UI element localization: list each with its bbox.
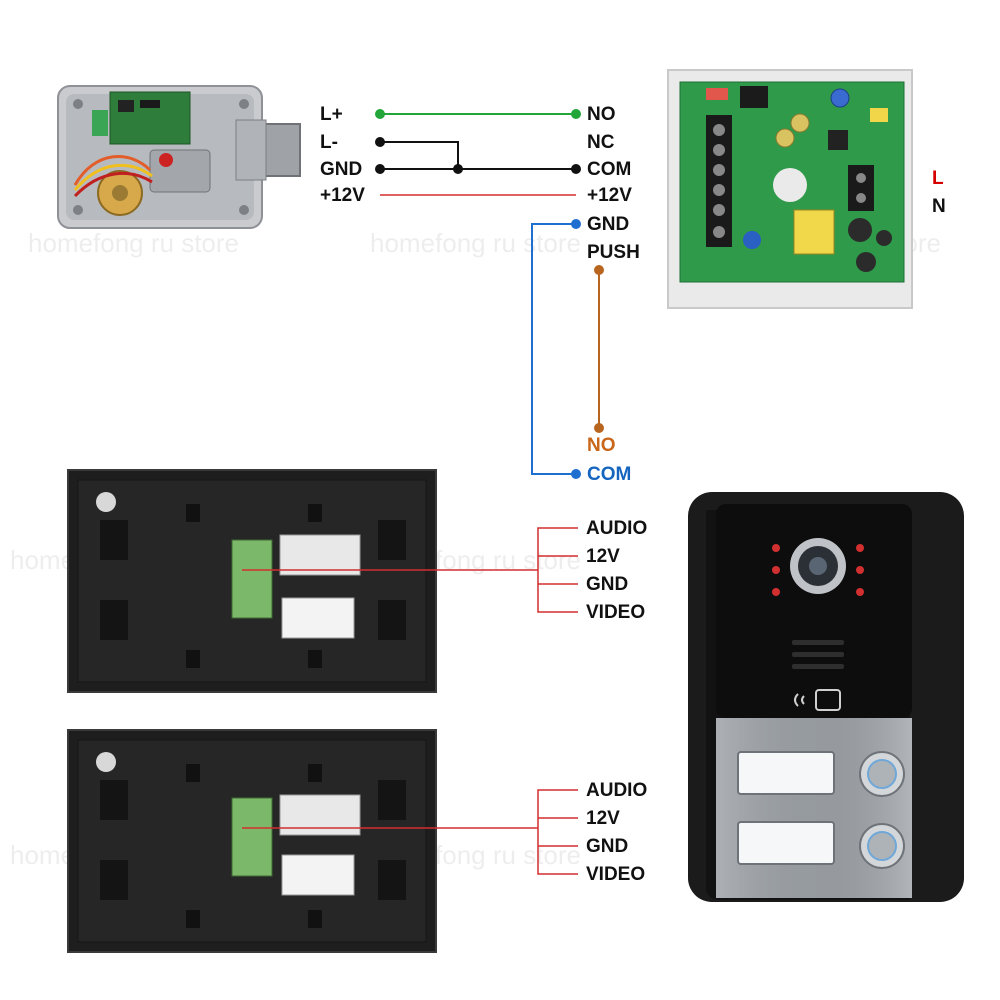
wire-dot	[375, 164, 385, 174]
monitor1-label-audio: AUDIO	[586, 518, 648, 539]
wire-dot	[375, 137, 385, 147]
monitor1-label-12v: 12V	[586, 546, 620, 567]
supply-label-no: NO	[587, 104, 616, 125]
lock-label-l-plus: L+	[320, 104, 343, 125]
monitor-2-wires	[242, 789, 578, 875]
monitor-1-image	[67, 469, 437, 693]
wire-dot	[375, 109, 385, 119]
monitor2-label-12v: 12V	[586, 808, 620, 829]
monitor1-label-video: VIDEO	[586, 602, 646, 623]
wire-dot	[571, 219, 581, 229]
exit-label-no: NO	[587, 435, 616, 456]
wire-blue	[531, 223, 576, 475]
wire-dot	[594, 423, 604, 433]
wire-dot	[453, 164, 463, 174]
monitor1-label-gnd: GND	[586, 574, 629, 595]
monitor-1-wires	[242, 527, 578, 613]
supply-label-nc: NC	[587, 132, 615, 153]
lock-label-l-minus: L-	[320, 132, 338, 153]
mains-label-n: N	[932, 196, 946, 217]
wire-dot	[594, 265, 604, 275]
electric-lock-image	[57, 85, 301, 229]
monitor2-label-video: VIDEO	[586, 864, 646, 885]
mains-label-l: L	[932, 168, 944, 189]
supply-label-12v: +12V	[587, 185, 632, 206]
wire-dot	[571, 164, 581, 174]
watermark: homefong ru store	[370, 228, 582, 258]
wire-dot	[571, 469, 581, 479]
exit-label-com: COM	[587, 464, 632, 485]
wire-dot	[571, 109, 581, 119]
lock-label-12v: +12V	[320, 185, 365, 206]
watermark: homefong ru store	[28, 228, 240, 258]
wire-black	[380, 141, 459, 169]
power-supply-image	[667, 69, 913, 309]
supply-label-gnd: GND	[587, 214, 630, 235]
lock-label-gnd: GND	[320, 159, 363, 180]
supply-label-com: COM	[587, 159, 632, 180]
door-camera-image	[688, 492, 964, 902]
supply-label-push: PUSH	[587, 242, 640, 263]
monitor2-label-audio: AUDIO	[586, 780, 648, 801]
monitor2-label-gnd: GND	[586, 836, 629, 857]
monitor-2-image	[67, 729, 437, 953]
